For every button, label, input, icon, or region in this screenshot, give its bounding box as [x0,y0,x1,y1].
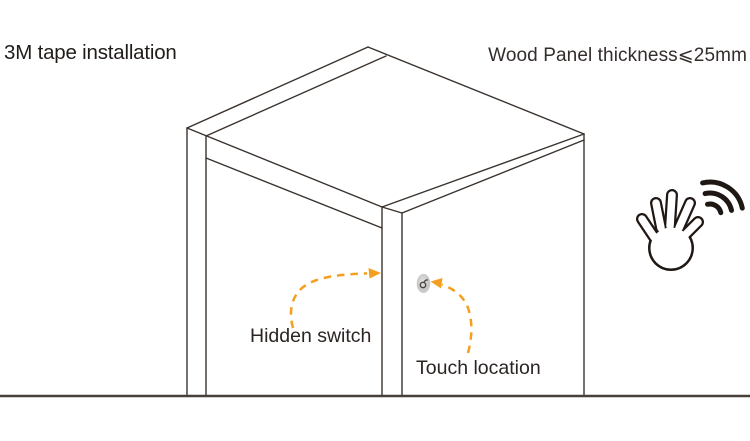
touch-location-arrow [430,278,473,354]
hidden-switch-label: Hidden switch [250,325,372,347]
touch-location-label: Touch location [416,357,541,379]
wireless-signal-icon [700,179,745,216]
page-title: 3M tape installation [4,41,177,64]
hidden-switch-arrow [289,268,381,329]
hand-outline [636,189,704,271]
panel-thickness-note: Wood Panel thickness⩽25mm [488,45,747,66]
hand-wave-icon [636,179,745,271]
cabinet-outline [186,46,585,396]
touch-sensor-dot-icon [416,273,431,294]
